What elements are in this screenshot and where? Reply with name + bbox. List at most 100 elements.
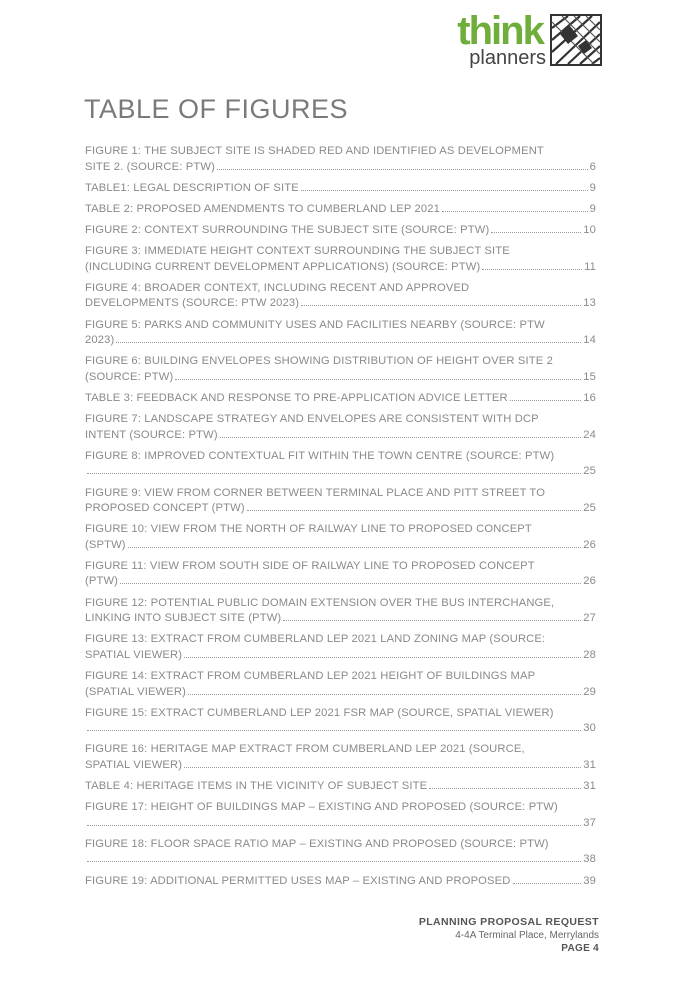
toc-entry[interactable]: FIGURE 13: EXTRACT FROM CUMBERLAND LEP 2… (85, 632, 596, 663)
page-footer: PLANNING PROPOSAL REQUEST 4-4A Terminal … (419, 915, 599, 956)
dot-leader (300, 189, 588, 191)
dot-leader (246, 510, 582, 512)
toc-entry-page-number: 31 (583, 758, 596, 771)
table-of-figures-list: FIGURE 1: THE SUBJECT SITE IS SHADED RED… (85, 144, 596, 895)
dot-leader (429, 788, 582, 790)
toc-entry-page-number: 31 (583, 780, 596, 793)
dot-leader (301, 305, 582, 307)
logo-word-planners: planners (469, 47, 546, 69)
toc-entry-page-number: 10 (583, 224, 596, 237)
toc-entry-line: FIGURE 14: EXTRACT FROM CUMBERLAND LEP 2… (85, 669, 596, 685)
toc-entry[interactable]: FIGURE 5: PARKS AND COMMUNITY USES AND F… (85, 318, 596, 349)
toc-entry-text: FIGURE 7: LANDSCAPE STRATEGY AND ENVELOP… (85, 413, 539, 426)
dot-leader (127, 546, 582, 548)
toc-entry-last-line: FIGURE 19: ADDITIONAL PERMITTED USES MAP… (85, 874, 596, 890)
dot-leader (482, 268, 583, 270)
toc-entry[interactable]: FIGURE 3: IMMEDIATE HEIGHT CONTEXT SURRO… (85, 244, 596, 275)
toc-entry-last-line: 37 (85, 816, 596, 832)
toc-entry-page-number: 9 (589, 181, 596, 194)
toc-entry[interactable]: FIGURE 8: IMPROVED CONTEXTUAL FIT WITHIN… (85, 449, 596, 480)
toc-entry-page-number: 26 (583, 538, 596, 551)
toc-entry-last-line: LINKING INTO SUBJECT SITE (PTW) 27 (85, 611, 596, 627)
dot-leader (509, 400, 582, 401)
toc-entry-page-number: 39 (583, 874, 596, 887)
dot-leader (283, 620, 582, 622)
toc-entry-line: FIGURE 5: PARKS AND COMMUNITY USES AND F… (85, 318, 596, 334)
dot-leader (441, 210, 588, 212)
toc-entry-line: FIGURE 6: BUILDING ENVELOPES SHOWING DIS… (85, 354, 596, 370)
dot-leader (219, 436, 582, 438)
toc-entry-line: FIGURE 4: BROADER CONTEXT, INCLUDING REC… (85, 281, 596, 297)
toc-entry[interactable]: FIGURE 1: THE SUBJECT SITE IS SHADED RED… (85, 144, 596, 175)
toc-entry-line: FIGURE 1: THE SUBJECT SITE IS SHADED RED… (85, 144, 596, 160)
toc-entry-last-line: TABLE 3: FEEDBACK AND RESPONSE TO PRE-AP… (85, 391, 596, 407)
toc-entry-text: FIGURE 17: HEIGHT OF BUILDINGS MAP – EXI… (85, 801, 558, 814)
toc-entry-text: LINKING INTO SUBJECT SITE (PTW) (85, 612, 282, 625)
toc-entry-text: FIGURE 18: FLOOR SPACE RATIO MAP – EXIST… (85, 837, 549, 850)
toc-entry-page-number: 11 (584, 260, 596, 273)
toc-entry-text: FIGURE 9: VIEW FROM CORNER BETWEEN TERMI… (85, 486, 546, 499)
toc-entry-line: FIGURE 16: HERITAGE MAP EXTRACT FROM CUM… (85, 742, 596, 758)
toc-entry-text: FIGURE 8: IMPROVED CONTEXTUAL FIT WITHIN… (85, 449, 555, 462)
toc-entry[interactable]: FIGURE 19: ADDITIONAL PERMITTED USES MAP… (85, 874, 596, 890)
toc-entry[interactable]: FIGURE 4: BROADER CONTEXT, INCLUDING REC… (85, 281, 596, 312)
toc-entry[interactable]: FIGURE 9: VIEW FROM CORNER BETWEEN TERMI… (85, 486, 596, 517)
toc-entry[interactable]: FIGURE 17: HEIGHT OF BUILDINGS MAP – EXI… (85, 800, 596, 831)
toc-entry-page-number: 14 (583, 334, 596, 347)
toc-entry-last-line: 38 (85, 852, 596, 868)
toc-entry-text: PROPOSED CONCEPT (PTW) (85, 502, 245, 515)
toc-entry[interactable]: FIGURE 14: EXTRACT FROM CUMBERLAND LEP 2… (85, 669, 596, 700)
toc-entry-page-number: 9 (589, 202, 596, 215)
toc-entry-line: FIGURE 17: HEIGHT OF BUILDINGS MAP – EXI… (85, 800, 596, 816)
toc-entry-line: FIGURE 3: IMMEDIATE HEIGHT CONTEXT SURRO… (85, 244, 596, 260)
toc-entry[interactable]: TABLE 4: HERITAGE ITEMS IN THE VICINITY … (85, 779, 596, 795)
toc-entry-last-line: SPATIAL VIEWER) 31 (85, 758, 596, 774)
toc-entry-text: FIGURE 10: VIEW FROM THE NORTH OF RAILWA… (85, 523, 532, 536)
toc-entry-text: SITE 2. (SOURCE: PTW) (85, 160, 215, 173)
toc-entry-last-line: SPATIAL VIEWER)28 (85, 648, 596, 664)
toc-entry-page-number: 6 (589, 160, 596, 173)
toc-entry-text: 2023) (85, 334, 115, 347)
toc-entry-last-line: (INCLUDING CURRENT DEVELOPMENT APPLICATI… (85, 260, 596, 276)
toc-entry-last-line: 30 (85, 721, 596, 737)
toc-entry[interactable]: FIGURE 10: VIEW FROM THE NORTH OF RAILWA… (85, 522, 596, 553)
toc-entry-page-number: 28 (583, 648, 596, 661)
toc-entry-text: FIGURE 4: BROADER CONTEXT, INCLUDING REC… (85, 281, 470, 294)
toc-entry[interactable]: FIGURE 12: POTENTIAL PUBLIC DOMAIN EXTEN… (85, 596, 596, 627)
logo: think planners (416, 11, 602, 69)
toc-entry-text: FIGURE 6: BUILDING ENVELOPES SHOWING DIS… (85, 355, 553, 368)
toc-entry[interactable]: TABLE 3: FEEDBACK AND RESPONSE TO PRE-AP… (85, 391, 596, 407)
toc-entry-text: FIGURE 3: IMMEDIATE HEIGHT CONTEXT SURRO… (85, 245, 510, 258)
toc-entry-text: (SPTW) (85, 538, 126, 551)
toc-entry[interactable]: FIGURE 11: VIEW FROM SOUTH SIDE OF RAILW… (85, 559, 596, 590)
toc-entry-page-number: 27 (583, 612, 596, 625)
dot-leader (116, 342, 582, 344)
toc-entry-last-line: TABLE 4: HERITAGE ITEMS IN THE VICINITY … (85, 779, 596, 795)
toc-entry[interactable]: FIGURE 15: EXTRACT CUMBERLAND LEP 2021 F… (85, 706, 596, 737)
toc-entry-line: FIGURE 12: POTENTIAL PUBLIC DOMAIN EXTEN… (85, 596, 596, 612)
toc-entry-text: FIGURE 14: EXTRACT FROM CUMBERLAND LEP 2… (85, 670, 536, 682)
toc-entry-last-line: (SOURCE: PTW) 15 (85, 370, 596, 386)
toc-entry-text: FIGURE 2: CONTEXT SURROUNDING THE SUBJEC… (85, 224, 490, 237)
toc-entry-last-line: DEVELOPMENTS (SOURCE: PTW 2023)13 (85, 296, 596, 312)
page-title: TABLE OF FIGURES (84, 94, 349, 124)
dot-leader (87, 473, 582, 475)
toc-entry[interactable]: FIGURE 7: LANDSCAPE STRATEGY AND ENVELOP… (85, 412, 596, 443)
toc-entry-text: SPATIAL VIEWER) (85, 758, 183, 771)
toc-entry-page-number: 38 (583, 853, 596, 866)
toc-entry[interactable]: FIGURE 16: HERITAGE MAP EXTRACT FROM CUM… (85, 742, 596, 773)
toc-entry-line: FIGURE 13: EXTRACT FROM CUMBERLAND LEP 2… (85, 632, 596, 648)
toc-entry-line: FIGURE 18: FLOOR SPACE RATIO MAP – EXIST… (85, 837, 596, 853)
toc-entry[interactable]: TABLE 2: PROPOSED AMENDMENTS TO CUMBERLA… (85, 202, 596, 218)
toc-entry-page-number: 25 (583, 465, 596, 478)
toc-entry[interactable]: FIGURE 6: BUILDING ENVELOPES SHOWING DIS… (85, 354, 596, 385)
toc-entry[interactable]: FIGURE 2: CONTEXT SURROUNDING THE SUBJEC… (85, 223, 596, 239)
toc-entry-last-line: (SPTW) 26 (85, 538, 596, 554)
toc-entry-text: FIGURE 11: VIEW FROM SOUTH SIDE OF RAILW… (85, 559, 535, 572)
toc-entry-page-number: 15 (583, 370, 596, 383)
toc-entry-text: (SOURCE: PTW) (85, 370, 174, 383)
toc-entry[interactable]: FIGURE 18: FLOOR SPACE RATIO MAP – EXIST… (85, 837, 596, 868)
logo-map-icon (550, 14, 602, 66)
toc-entry-line: FIGURE 15: EXTRACT CUMBERLAND LEP 2021 F… (85, 706, 596, 722)
